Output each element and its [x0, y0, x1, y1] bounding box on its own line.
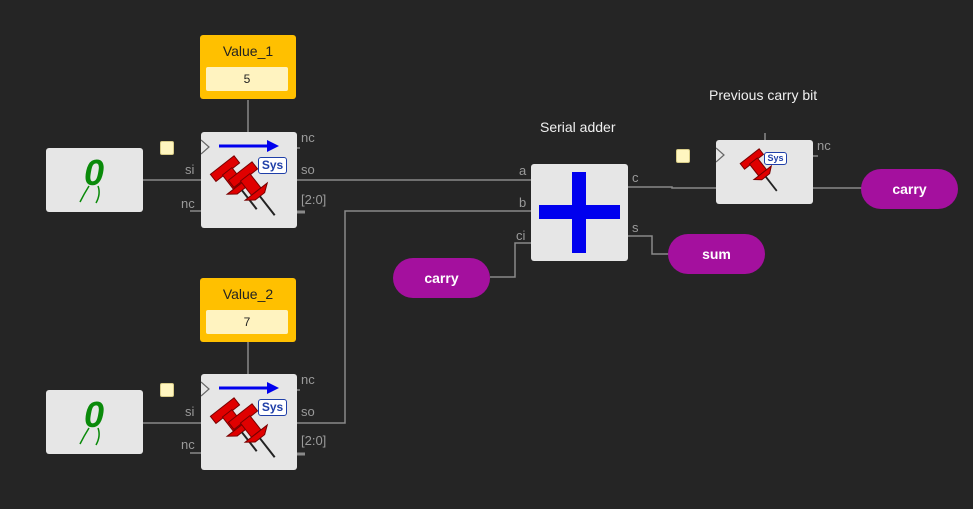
port-so: so [301, 404, 315, 419]
sum-output-terminal[interactable]: sum [668, 234, 765, 274]
so2-to-b-wire [297, 210, 531, 424]
clock-checkbox-3[interactable] [676, 149, 690, 163]
plus-icon [539, 172, 620, 253]
clock-checkbox-2[interactable] [160, 383, 174, 397]
s-to-sum-wire [628, 235, 668, 255]
value-field[interactable]: 7 [206, 310, 288, 334]
port-range: [2:0] [301, 192, 327, 207]
port-si: si [185, 404, 195, 419]
source-block-1[interactable]: 0 [46, 148, 143, 212]
shift-register-2[interactable]: Sys [200, 374, 297, 470]
value-block-title: Value_1 [222, 43, 274, 59]
clock-triangle-icon [200, 381, 210, 397]
carry-input-terminal[interactable]: carry [393, 258, 490, 298]
value-block-title: Value_2 [222, 286, 274, 302]
push-pin-icon [200, 139, 279, 216]
carry-output-terminal[interactable]: carry [861, 169, 958, 209]
port-nc-top: nc [301, 130, 315, 145]
serial-adder-block[interactable] [531, 164, 628, 261]
c-to-carry-reg-wire [628, 186, 716, 189]
port-nc-left: nc [181, 196, 195, 211]
shift-register-1[interactable]: Sys [200, 132, 297, 228]
source-digit: 0 [84, 152, 104, 193]
sys-badge: Sys [258, 157, 287, 174]
carry-to-ci-wire [490, 242, 531, 278]
carry-register-title: Previous carry bit [709, 87, 818, 103]
port-nc-top: nc [301, 372, 315, 387]
port-so: so [301, 162, 315, 177]
push-pin-icon [200, 381, 279, 458]
clock-checkbox-1[interactable] [160, 141, 174, 155]
source-block-2[interactable]: 0 [46, 390, 143, 454]
digit-zero-walker-icon: 0 [79, 394, 104, 446]
value-block-2[interactable]: Value_2 7 [200, 278, 296, 342]
digit-zero-walker-icon: 0 [79, 152, 104, 204]
port-a: a [519, 163, 527, 178]
value-block-1[interactable]: Value_1 5 [200, 35, 296, 99]
push-pin-icon [715, 147, 778, 192]
sys-badge: Sys [764, 152, 787, 165]
carry-register-block[interactable]: Sys [715, 140, 813, 204]
clock-triangle-icon [200, 139, 210, 155]
port-s: s [632, 220, 639, 235]
port-range: [2:0] [301, 433, 327, 448]
value-field[interactable]: 5 [206, 67, 288, 91]
port-b: b [519, 195, 527, 210]
clock-triangle-icon [715, 147, 725, 163]
source-digit: 0 [84, 394, 104, 435]
adder-title: Serial adder [540, 119, 616, 135]
port-ci: ci [516, 228, 526, 243]
port-si: si [185, 162, 195, 177]
port-c: c [632, 170, 639, 185]
port-nc-left: nc [181, 437, 195, 452]
port-nc: nc [817, 138, 831, 153]
sys-badge: Sys [258, 399, 287, 416]
